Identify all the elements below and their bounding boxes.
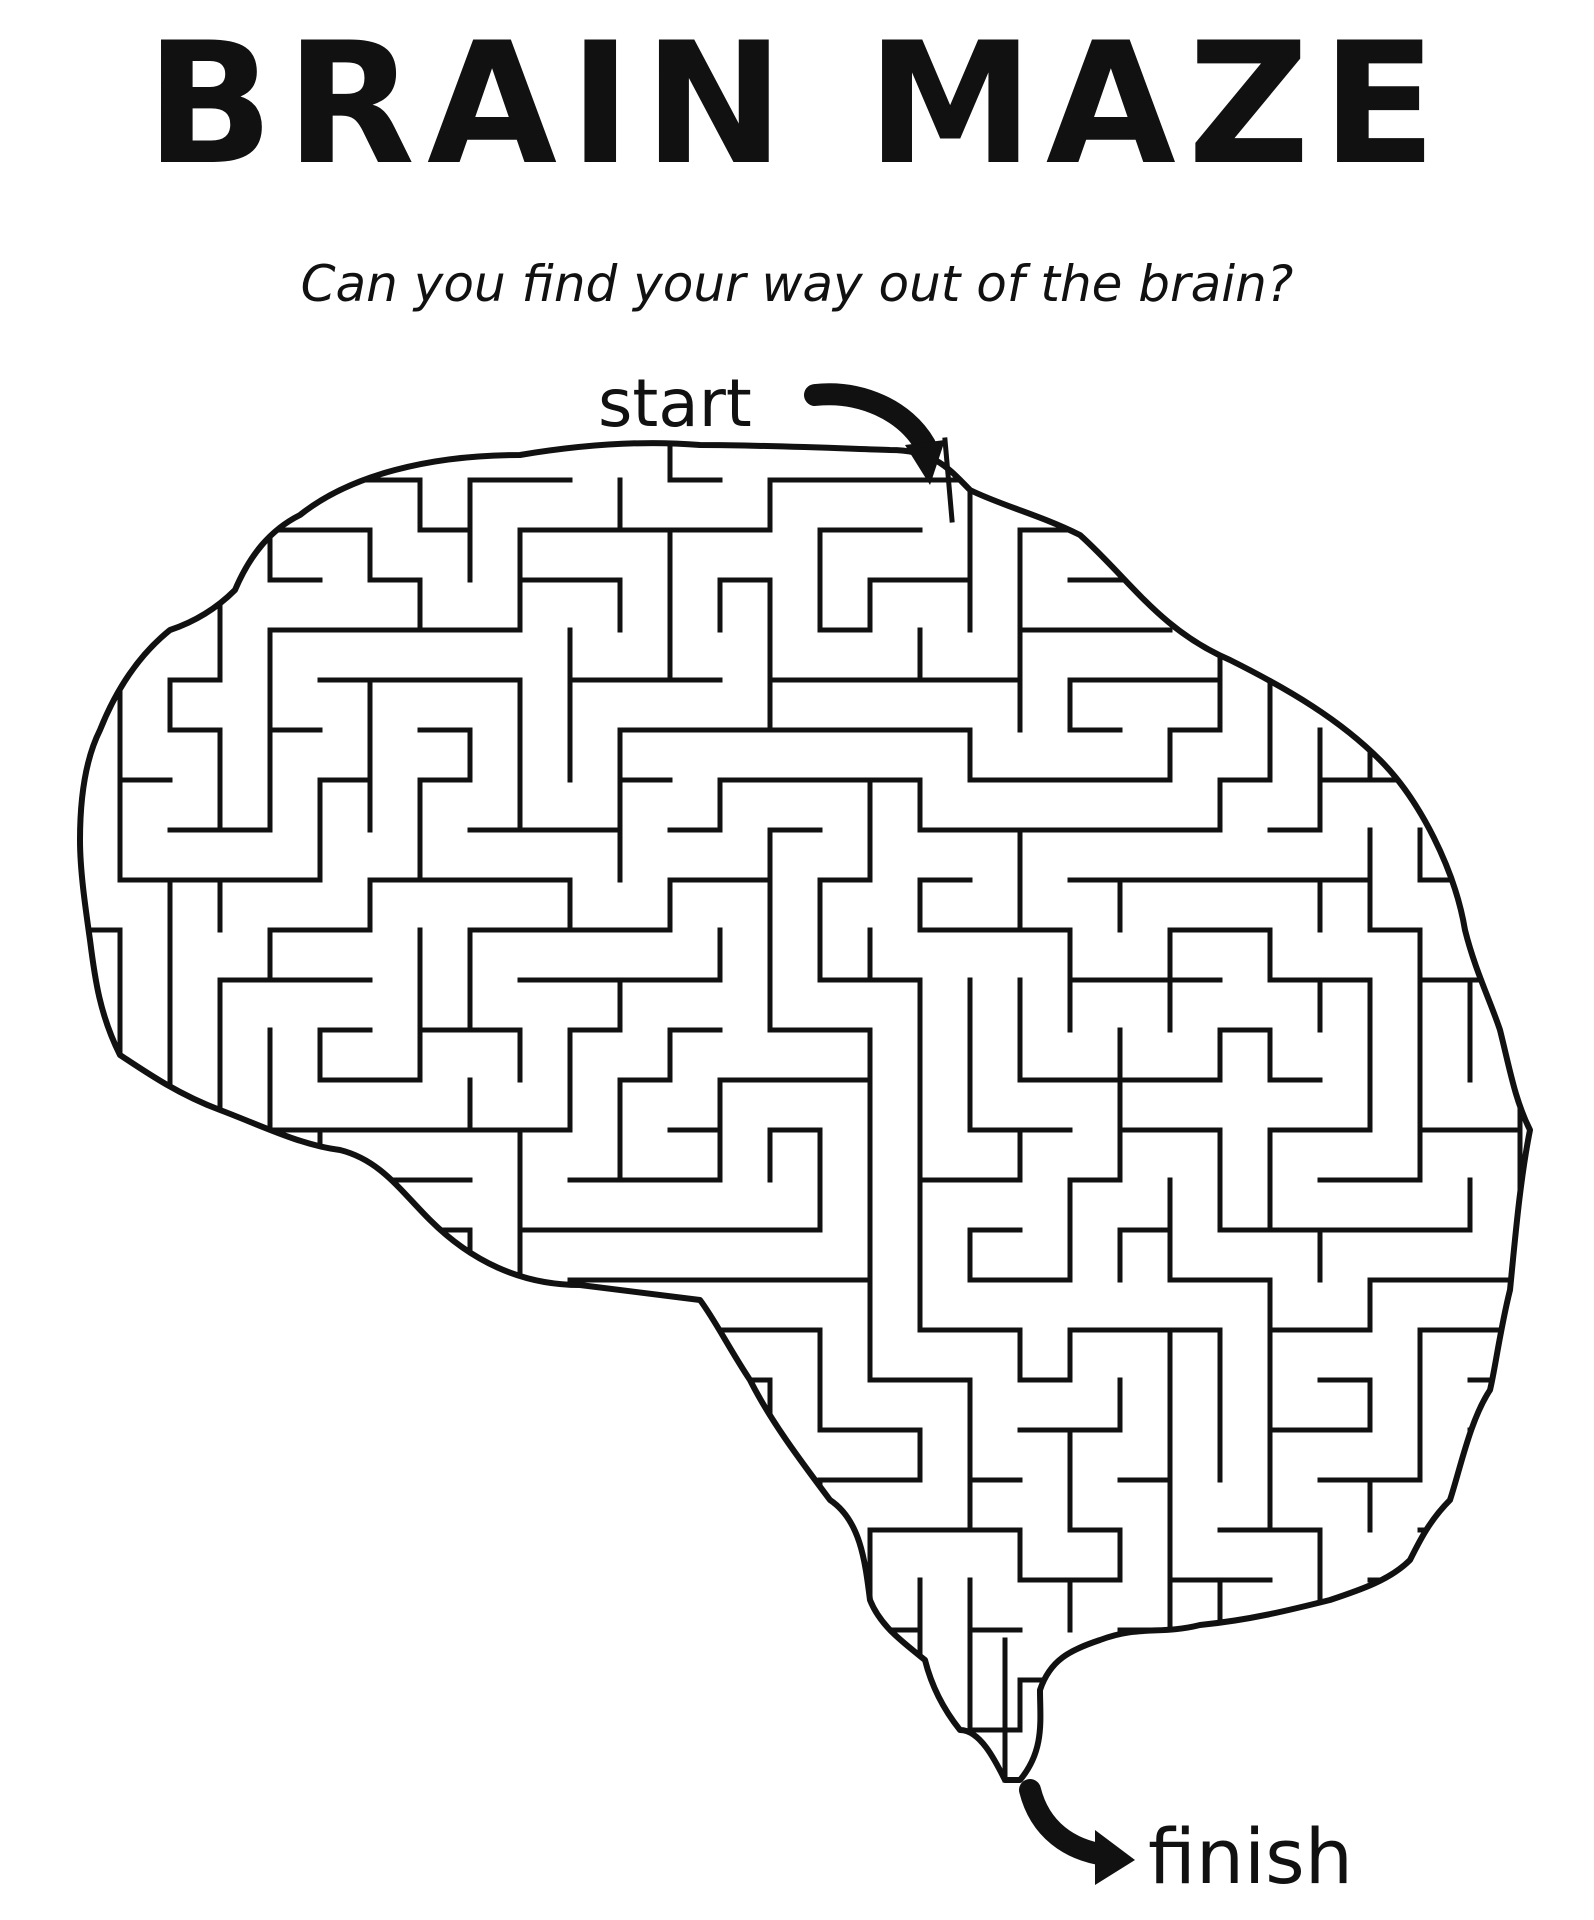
- start-arrow-icon: [804, 383, 945, 485]
- brain-outline: [77, 440, 1533, 1783]
- start-label: start: [598, 365, 752, 442]
- finish-label: finish: [1148, 1812, 1353, 1901]
- page-title: BRAIN MAZE: [145, 6, 1449, 202]
- finish-arrow-icon: [1019, 1779, 1135, 1885]
- maze-entrance-wall: [942, 437, 955, 523]
- page-subtitle: Can you find your way out of the brain?: [300, 255, 1294, 313]
- maze-walls: [80, 443, 1530, 1781]
